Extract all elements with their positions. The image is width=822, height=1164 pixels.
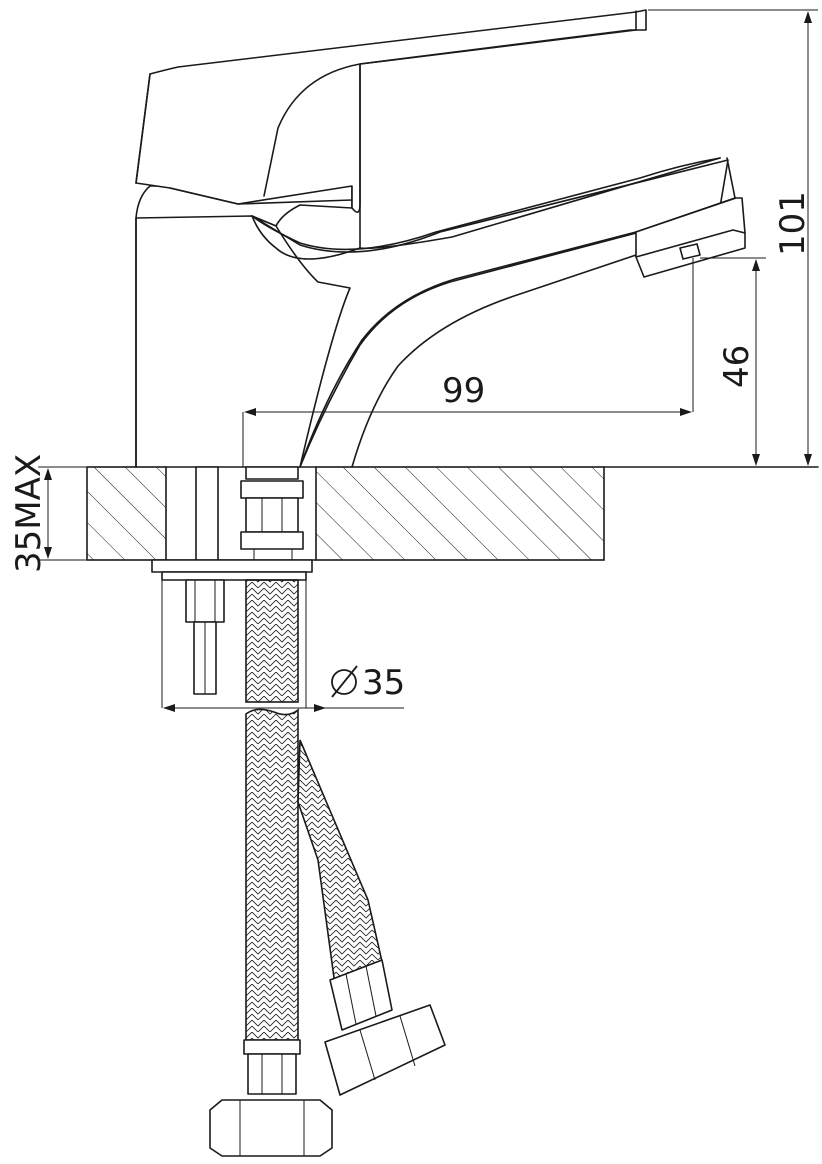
- braided-hose-main: [245, 708, 299, 1041]
- dimension-counter-thickness: 35MAX: [9, 454, 86, 573]
- dimension-total-height: 101: [606, 9, 818, 468]
- braided-hose-angled: [297, 739, 384, 987]
- threaded-rod: [185, 579, 225, 695]
- hose-fitting-angled: [324, 959, 446, 1096]
- dimension-spout-reach: 99: [242, 258, 694, 467]
- dimension-99-label: 99: [442, 371, 485, 411]
- aerator: [635, 197, 746, 278]
- dimension-46-label: 46: [717, 345, 757, 388]
- diameter-symbol-icon: [331, 665, 358, 698]
- dimension-35max-label: 35MAX: [9, 454, 49, 573]
- mounting-stud: [195, 466, 304, 561]
- dimension-spout-height: 46: [700, 257, 766, 466]
- hose-fitting-vertical: [209, 1039, 333, 1157]
- fixing-plate: [151, 559, 313, 708]
- dimension-35-label: 35: [362, 663, 405, 703]
- braided-hose-short: [245, 579, 299, 703]
- faucet-body: [135, 185, 353, 468]
- dimension-hole-diameter: 35: [163, 663, 405, 712]
- lever-handle: [135, 9, 721, 260]
- dimension-101-label: 101: [773, 191, 813, 256]
